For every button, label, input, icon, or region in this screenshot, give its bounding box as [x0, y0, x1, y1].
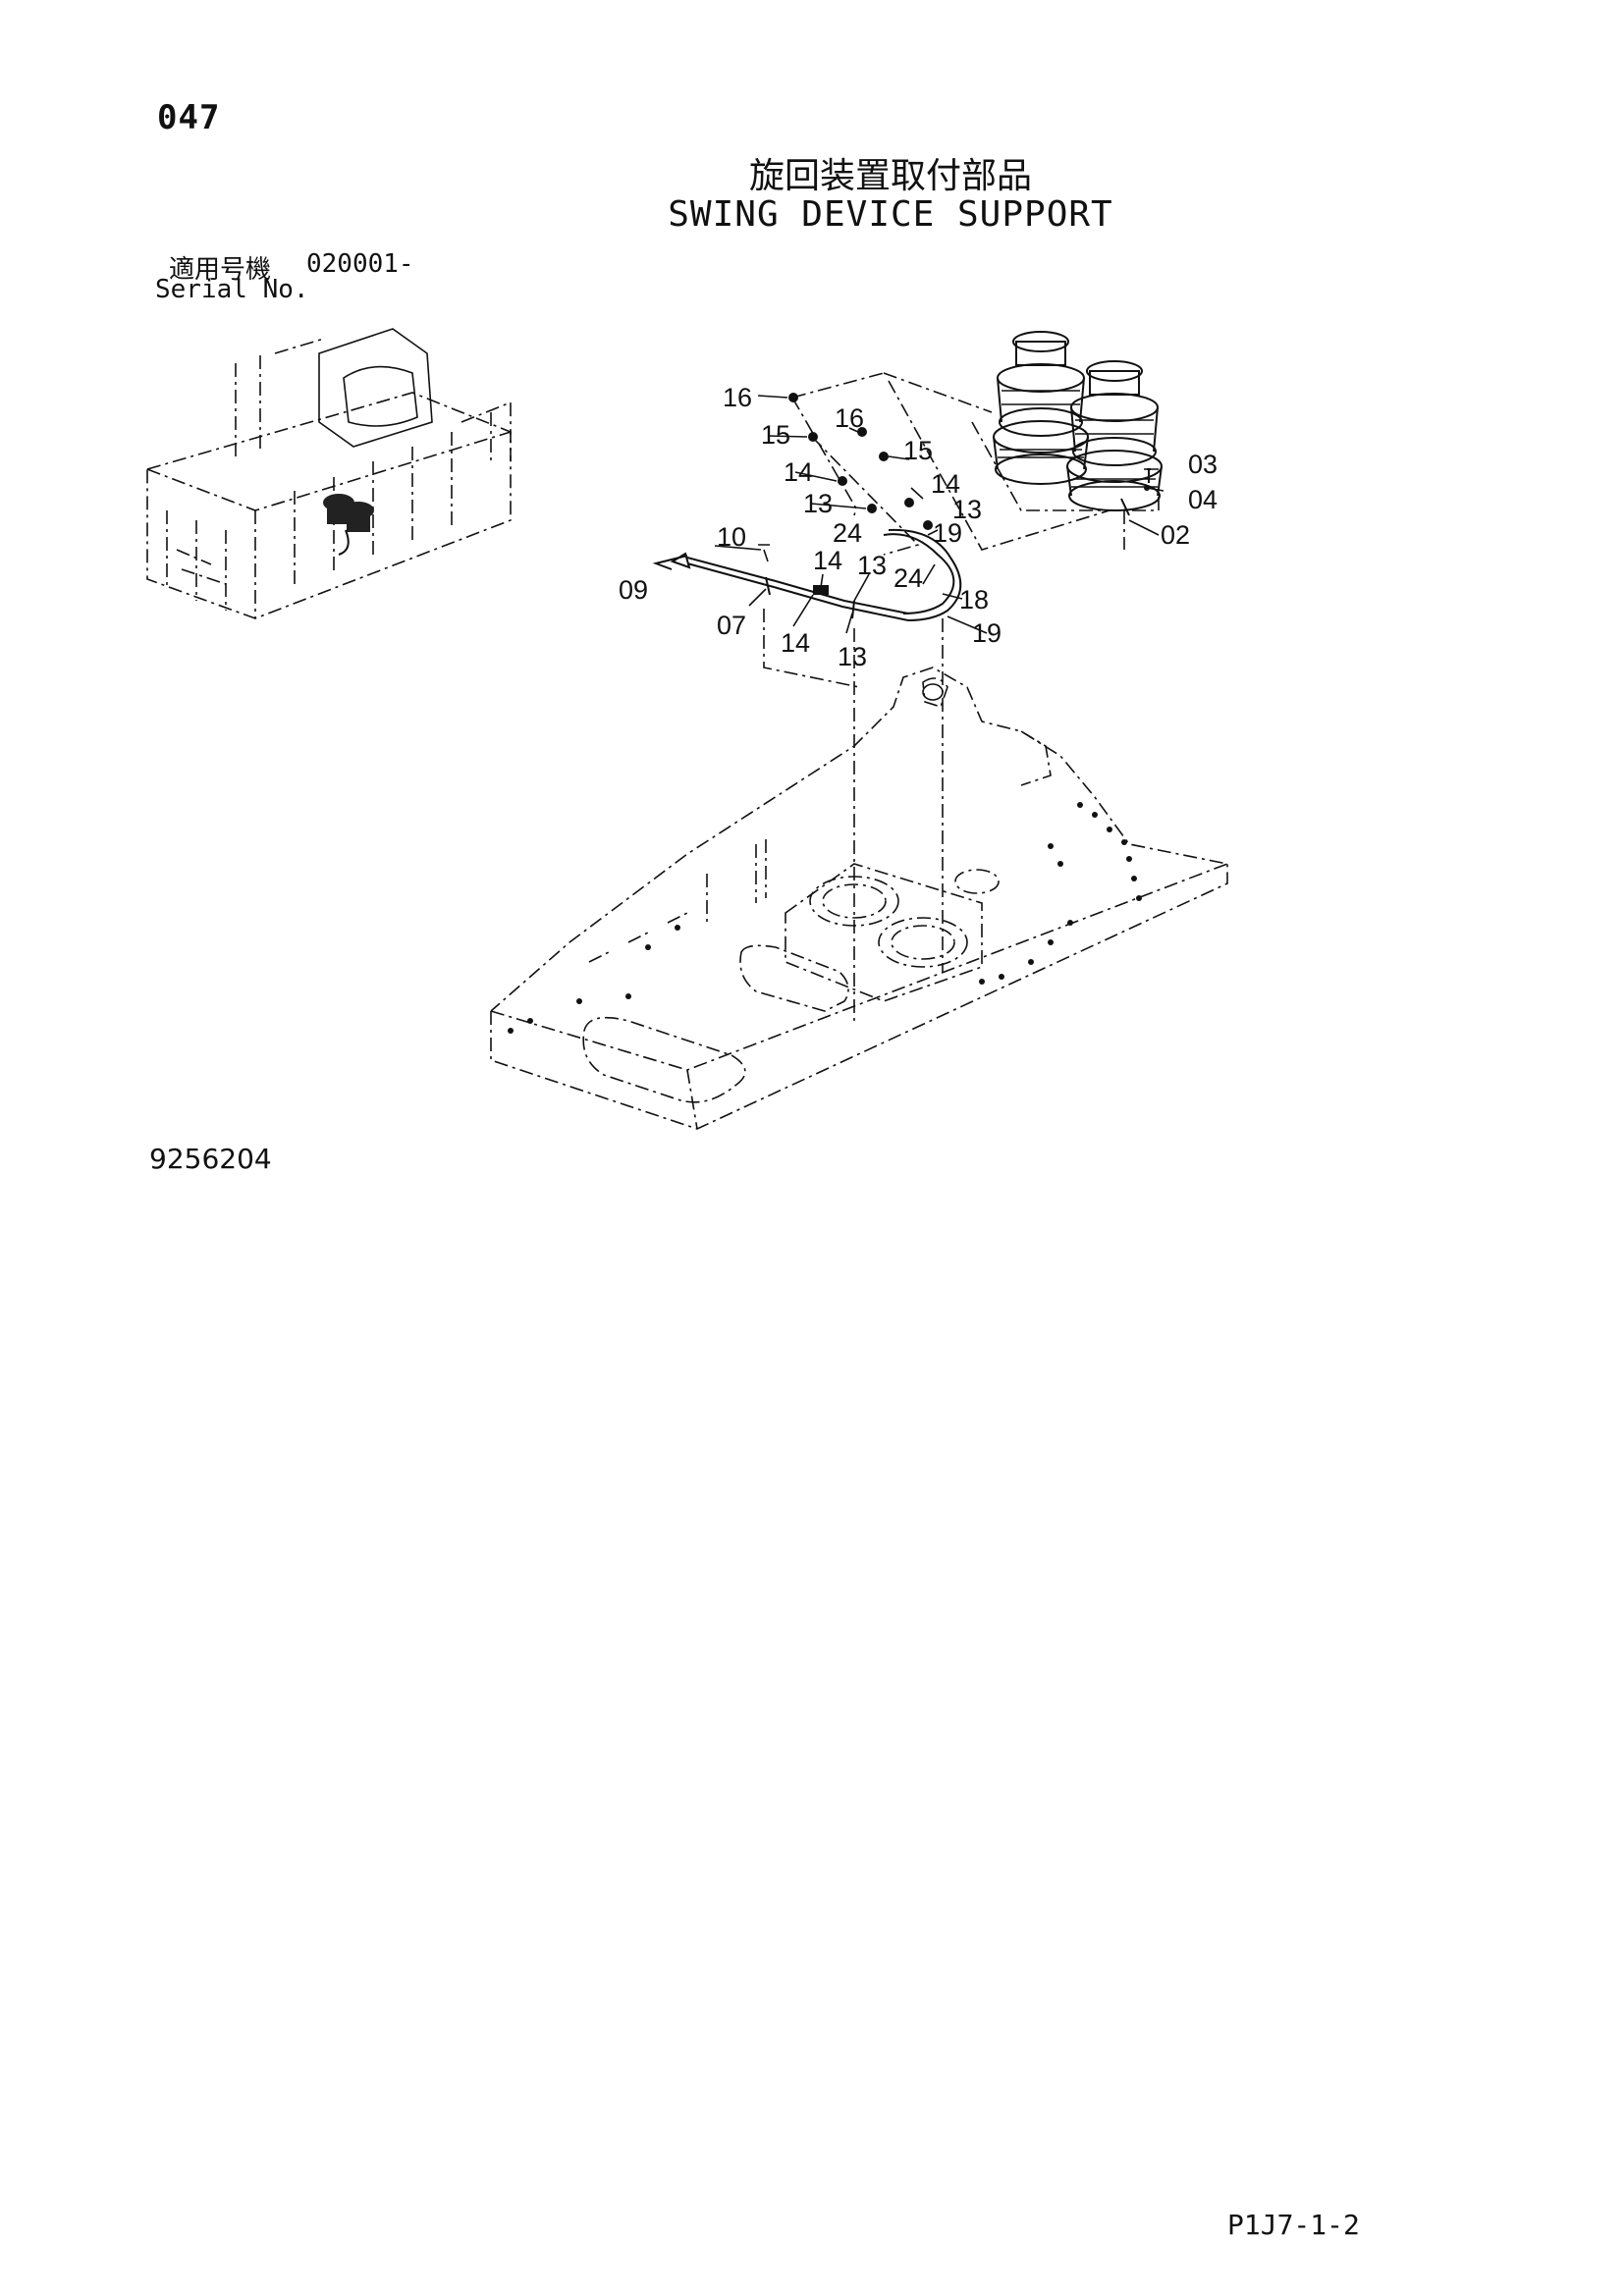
figure-code: 9256204: [149, 1143, 272, 1175]
callout-18: 18: [959, 585, 989, 614]
callout-16: 16: [835, 403, 864, 433]
upper-frame-illustration: [490, 667, 1228, 1130]
swing-motors-illustration: [883, 331, 1163, 551]
hose-assembly-illustration: [652, 372, 1164, 1021]
callout-16: 16: [723, 383, 752, 412]
callout-24: 24: [893, 563, 923, 593]
callout-10: 10: [717, 522, 746, 552]
callout-09: 09: [619, 575, 648, 605]
callout-02: 02: [1161, 520, 1190, 550]
callout-14: 14: [781, 628, 810, 658]
machine-overview-illustration: [146, 328, 512, 619]
callout-24: 24: [833, 518, 862, 548]
callout-19: 19: [972, 618, 1001, 648]
part-callouts: 16 15 14 13 24 16 15 14 13 19 10 09 07 1…: [619, 383, 1218, 671]
callout-07: 07: [717, 611, 746, 640]
serial-label-japanese: 適用号機: [169, 255, 272, 285]
callout-03: 03: [1188, 450, 1218, 479]
callout-19: 19: [933, 518, 962, 548]
callout-14: 14: [931, 469, 960, 499]
callout-13: 13: [952, 495, 982, 524]
callout-13: 13: [857, 551, 887, 580]
serial-label-english: Serial No.: [155, 275, 309, 304]
callout-14: 14: [784, 457, 813, 487]
callout-13: 13: [838, 642, 867, 671]
callout-14: 14: [813, 546, 842, 575]
page-number: 047: [157, 98, 221, 137]
callout-15: 15: [903, 436, 933, 465]
title-english: SWING DEVICE SUPPORT: [668, 194, 1113, 235]
title-japanese: 旋回装置取付部品: [748, 156, 1032, 196]
callout-04: 04: [1188, 485, 1218, 514]
serial-range: 020001-: [306, 249, 414, 279]
page-reference: P1J7-1-2: [1227, 2209, 1360, 2241]
callout-15: 15: [761, 420, 790, 450]
callout-13: 13: [803, 489, 833, 518]
